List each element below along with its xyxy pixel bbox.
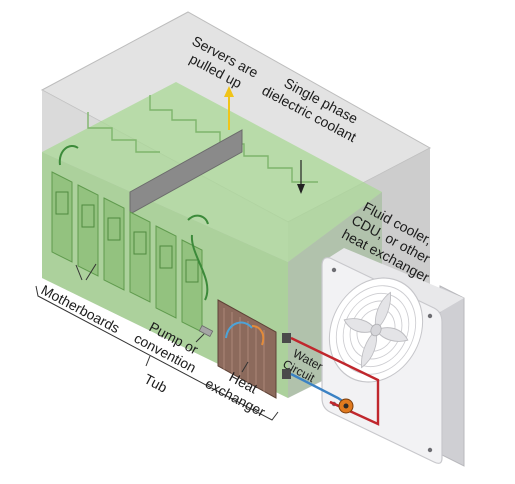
water-pump-icon — [338, 398, 354, 414]
raised-server — [129, 129, 243, 215]
hot-pipe — [290, 336, 380, 426]
water-circuit — [290, 336, 380, 426]
cooler-side — [439, 285, 465, 467]
motherboard-pointer-1 — [75, 264, 83, 281]
coolant-flow-curves — [58, 145, 209, 301]
port-bottom — [282, 369, 291, 379]
motherboard-pointer-2 — [85, 263, 97, 281]
heat-exchanger-flow-blue — [225, 321, 253, 339]
motherboard-6 — [181, 239, 203, 333]
fluid-cooler — [321, 248, 465, 467]
stair-row-2 — [87, 112, 160, 153]
tub-bracket-tick — [145, 355, 151, 367]
tub-bracket — [35, 285, 279, 421]
flow-curve-1 — [58, 145, 79, 166]
pump-pointer — [195, 333, 205, 343]
brackets — [35, 263, 279, 421]
servers-up-arrow — [224, 86, 234, 130]
motherboard-4 — [129, 211, 151, 303]
coolant-top — [42, 82, 382, 262]
coolant-down-arrow — [297, 160, 305, 194]
heat-exchanger — [198, 299, 291, 399]
label-tub: Tub — [142, 371, 171, 396]
cooler-screw-br — [427, 447, 433, 453]
flow-curve-2 — [190, 234, 209, 301]
pump-nozzle — [198, 324, 214, 338]
flow-curve-3 — [187, 214, 209, 225]
motherboard-5 — [155, 225, 177, 319]
motherboards — [51, 171, 203, 333]
motherboard-1 — [51, 171, 73, 263]
fan-grille — [328, 277, 424, 383]
cooler-screw-tl — [331, 267, 337, 273]
motherboard-3 — [103, 197, 125, 291]
cooler-screw-tr — [427, 313, 433, 319]
fan-blades-icon — [343, 291, 409, 369]
heat-exchanger-flow-orange — [251, 325, 265, 346]
motherboard-2 — [77, 184, 99, 277]
port-top — [282, 333, 291, 343]
heat-exchanger-pointer — [241, 361, 249, 373]
